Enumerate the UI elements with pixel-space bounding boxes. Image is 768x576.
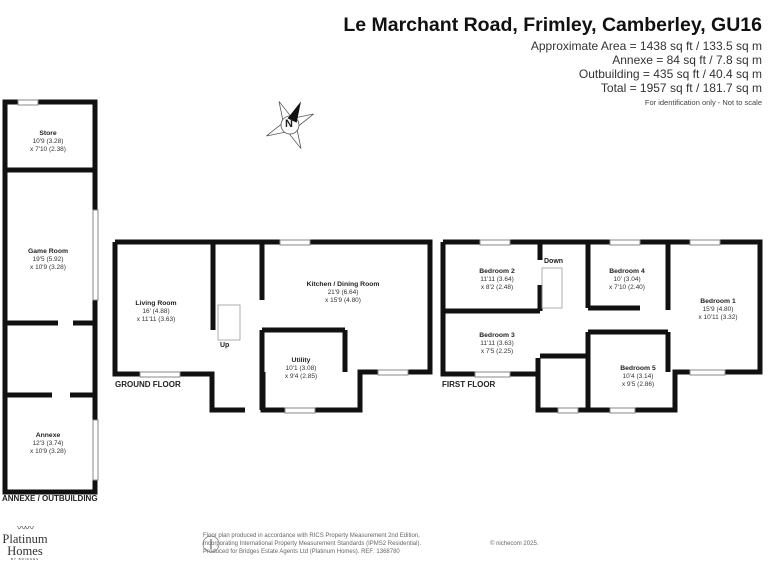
total-area: Total = 1957 sq ft / 181.7 sq m <box>600 81 762 95</box>
compass-label: N <box>285 118 293 130</box>
stairs-up-label: Up <box>220 342 230 349</box>
ground-floor-label: GROUND FLOOR <box>115 380 181 389</box>
outbuilding-area: Outbuilding = 435 sq ft / 40.4 sq m <box>578 67 762 81</box>
approximate-area: Approximate Area = 1438 sq ft / 133.5 sq… <box>530 39 762 53</box>
footer-disclaimer: Floor plan produced in accordance with R… <box>203 533 422 555</box>
stairs-down-label: Down <box>544 258 564 265</box>
first-floor-outline <box>443 239 763 413</box>
compass-rose-icon <box>266 101 314 149</box>
scale-note: For identification only - Not to scale <box>644 98 762 107</box>
person-scale-icon <box>202 535 220 553</box>
stairs <box>217 267 563 341</box>
windows <box>17 99 726 481</box>
property-title: Le Marchant Road, Frimley, Camberley, GU… <box>343 14 762 36</box>
logo-birds-icon: 〰〰 <box>16 523 34 533</box>
copyright: © nichecom 2025. <box>490 541 539 547</box>
annexe-area: Annexe = 84 sq ft / 7.8 sq m <box>612 53 762 67</box>
outbuilding-label: ANNEXE / OUTBUILDING <box>2 494 98 503</box>
platinum-homes-logo: 〰〰 Platinum Homes BY BRIDGES <box>2 523 48 562</box>
walls <box>2 99 763 495</box>
first-floor-label: FIRST FLOOR <box>442 380 496 389</box>
